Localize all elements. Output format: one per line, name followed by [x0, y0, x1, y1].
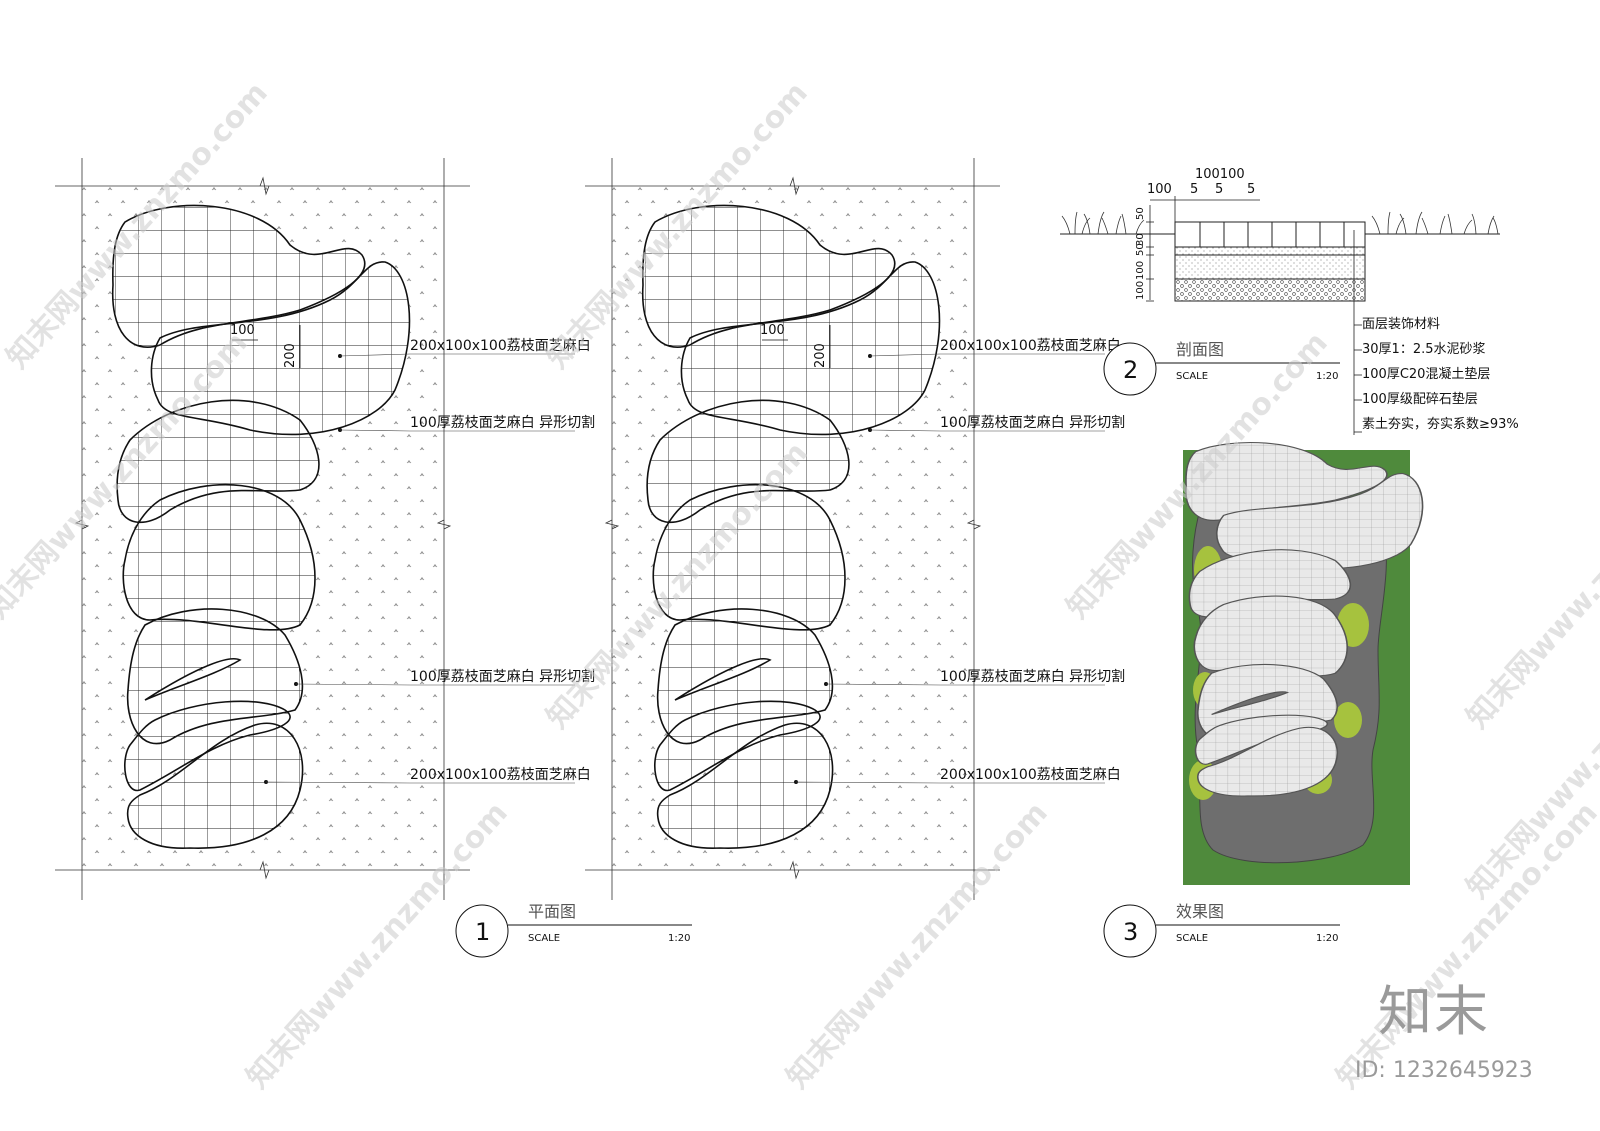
plan-panel-1: 100 200 200x100x100荔枝面芝麻白 100厚荔枝面芝麻白 异形切割 10… — [55, 158, 595, 900]
section-dimensions — [1146, 196, 1362, 435]
section-layer-label: 30厚1：2.5水泥砂浆 — [1362, 342, 1486, 357]
section-layer-label: 100厚级配碎石垫层 — [1362, 391, 1478, 407]
section-dim-top: 100 — [1147, 182, 1172, 197]
section-dim-top: 100100 — [1195, 167, 1245, 182]
dim-height: 200 — [283, 343, 298, 368]
leader-line — [825, 683, 941, 686]
concrete-layer — [1174, 254, 1366, 280]
plan-dimensions — [232, 325, 301, 368]
dim-width: 100 — [230, 323, 255, 338]
material-label: 100厚荔枝面芝麻白 异形切割 — [410, 668, 595, 685]
material-label: 200x100x100荔枝面芝麻白 — [410, 338, 591, 354]
material-label: 100厚荔枝面芝麻白 异形切割 — [940, 668, 1125, 685]
gravel-layer — [1174, 278, 1366, 302]
section-dim-side: 50 — [1135, 243, 1146, 256]
stepping-stones — [111, 204, 411, 849]
scale-value: 1:20 — [1316, 933, 1338, 944]
stone-shape — [641, 204, 896, 348]
dim-height: 200 — [813, 343, 828, 368]
title-block-plan: 1 平面图 SCALE 1:20 — [455, 902, 692, 958]
section-dim-side: 30 — [1135, 233, 1146, 246]
scale-value: 1:20 — [668, 933, 690, 944]
paver-layer — [1174, 221, 1366, 248]
scale-value: 1:20 — [1316, 371, 1338, 382]
material-label: 200x100x100荔枝面芝麻白 — [410, 767, 591, 783]
title-block-section: 2 剖面图 SCALE 1:20 — [1103, 340, 1340, 396]
view-number: 3 — [1123, 918, 1138, 946]
view-titles: 1 平面图 SCALE 1:20 2 剖面图 SCALE 1:20 3 效果图 SCALE 1:20 — [455, 340, 1340, 958]
leader-line — [869, 353, 941, 357]
leader-line — [339, 353, 411, 357]
material-label: 100厚荔枝面芝麻白 异形切割 — [940, 414, 1125, 431]
section-layer-label: 100厚C20混凝土垫层 — [1362, 366, 1490, 382]
scale-label: SCALE — [528, 933, 560, 944]
material-label: 200x100x100荔枝面芝麻白 — [940, 767, 1121, 783]
view-number-circle — [1103, 904, 1157, 958]
moss-patch — [1334, 702, 1362, 738]
render-stones — [1185, 441, 1424, 797]
stone-shape — [111, 204, 366, 348]
title-block-render: 3 效果图 SCALE 1:20 — [1103, 902, 1340, 958]
material-label: 200x100x100荔枝面芝麻白 — [940, 338, 1121, 354]
watermark-id: ID: 1232645923 — [1355, 1058, 1533, 1083]
rendered-view — [1183, 441, 1424, 885]
leader-line — [795, 781, 941, 784]
view-name: 剖面图 — [1176, 340, 1224, 359]
view-name: 平面图 — [528, 902, 576, 921]
section-dim-side: 50 — [1135, 207, 1146, 220]
view-number-circle — [1103, 342, 1157, 396]
scale-label: SCALE — [1176, 933, 1208, 944]
view-name: 效果图 — [1176, 902, 1224, 921]
grass-tufts — [1061, 211, 1499, 235]
stone-shape — [150, 261, 411, 436]
leader-line — [339, 429, 411, 432]
plan-dimensions — [762, 325, 831, 368]
dim-width: 100 — [760, 323, 785, 338]
stone-shape — [122, 483, 316, 631]
leader-line — [265, 781, 411, 784]
section-layer-label: 面层装饰材料 — [1362, 317, 1440, 332]
stepping-stones — [641, 204, 941, 849]
section-dim-top: 5 — [1215, 182, 1223, 197]
stone-shape — [116, 399, 320, 524]
stone-shape — [126, 722, 304, 849]
section-layer-label: 素土夯实，夯实系数≥93% — [1362, 417, 1519, 432]
plan-views: 100 200 200x100x100荔枝面芝麻白 100厚荔枝面芝麻白 异形切割 10… — [55, 158, 1125, 900]
stone-shape — [646, 399, 850, 524]
section-dim-top: 5 — [1190, 182, 1198, 197]
scale-label: SCALE — [1176, 371, 1208, 382]
leader-line — [869, 429, 941, 432]
stone-shape — [656, 722, 834, 849]
stone-shape — [680, 261, 941, 436]
leader-line — [295, 683, 411, 686]
plan-frame — [585, 158, 1000, 900]
view-number: 2 — [1123, 356, 1138, 384]
plan-panel-2: 100 200 200x100x100荔枝面芝麻白 100厚荔枝面芝麻白 异形切割 10… — [585, 158, 1125, 900]
view-number: 1 — [475, 918, 490, 946]
section-dim-side: 100 — [1135, 261, 1146, 280]
material-label: 100厚荔枝面芝麻白 异形切割 — [410, 414, 595, 431]
view-number-circle — [455, 904, 509, 958]
watermark-logo: 知末 — [1378, 980, 1490, 1043]
section-dim-top: 5 — [1247, 182, 1255, 197]
section-dim-side: 100 — [1135, 281, 1146, 300]
watermark-text: 知末网www.znzmo.com — [1460, 436, 1600, 736]
plan-frame — [55, 158, 470, 900]
mortar-layer — [1174, 246, 1366, 256]
